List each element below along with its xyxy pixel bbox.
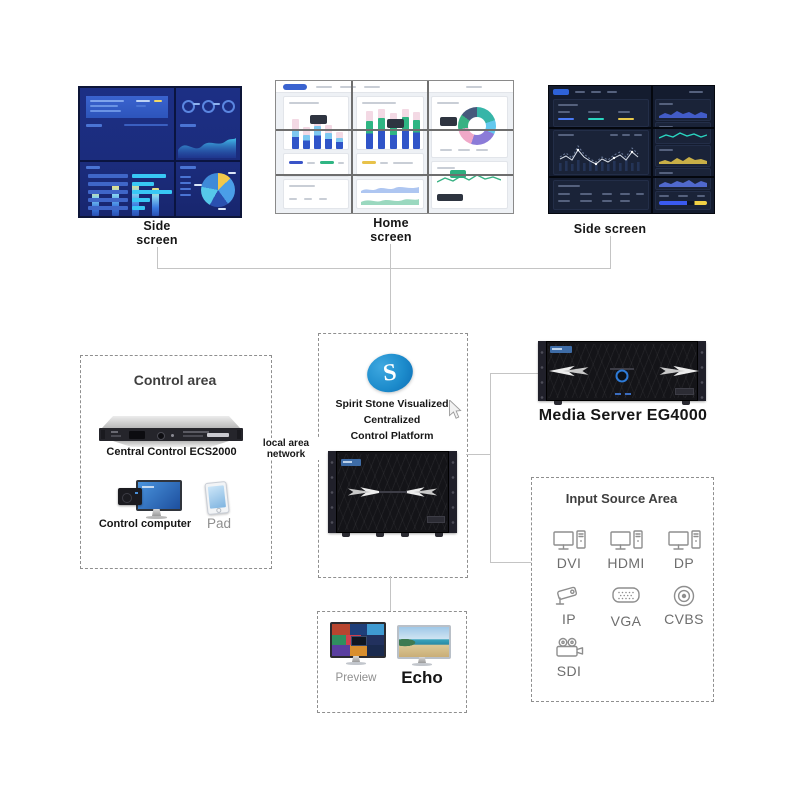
connector-left-screen [157, 247, 158, 268]
pad-label: Pad [206, 516, 232, 531]
video-camera-icon [556, 637, 584, 657]
source-cvbs: CVBS [657, 584, 711, 627]
monitor-pc-icon [667, 530, 701, 550]
control-computer-device [118, 480, 184, 520]
source-sdi: SDI [542, 637, 596, 679]
bar-chart-card [356, 96, 424, 150]
monitor-pc-icon [609, 530, 643, 550]
donut-chart-card [431, 96, 508, 158]
platform-rack-device [328, 451, 457, 537]
platform-title: Spirit Stone Visualized Centralized Cont… [335, 398, 449, 442]
side-screen-left-label: Side screen [136, 219, 178, 247]
local-area-network-label: local area network [246, 438, 326, 460]
power-button [615, 369, 629, 383]
media-server-device [538, 341, 706, 405]
ecs2000-label: Central Control ECS2000 [106, 446, 237, 458]
input-source-area-box [531, 477, 714, 702]
connector-input-area [490, 562, 531, 563]
source-vga: VGA [599, 586, 653, 629]
cctv-camera-icon [555, 586, 578, 605]
home-screen [275, 80, 514, 214]
connector-home-screen [390, 244, 391, 333]
echo-label: Echo [401, 668, 443, 687]
mouse-cursor-icon [449, 400, 462, 419]
control-computer-label: Control computer [98, 518, 192, 530]
side-screen-right [548, 85, 715, 214]
sparkline-card [431, 161, 508, 209]
mini-card [283, 179, 349, 209]
connector-platform-right [466, 454, 490, 455]
central-control-ecs2000-device [99, 416, 243, 448]
source-hdmi: HDMI [599, 530, 653, 571]
home-screen-label: Home screen [370, 216, 412, 244]
connector-right-screen [610, 236, 611, 268]
connector-bus [157, 268, 611, 269]
monitor-pc-icon [552, 530, 586, 550]
vga-connector-icon [612, 587, 640, 603]
pie-chart [201, 173, 235, 207]
sparkline-card [356, 179, 424, 209]
preview-label: Preview [335, 672, 377, 684]
side-screen-right-label: Side screen [573, 222, 647, 236]
connector-echo [390, 576, 391, 611]
video-mosaic [332, 624, 384, 656]
legend-card [283, 153, 349, 177]
logo-letter: S [381, 358, 398, 387]
bar-chart-card [283, 96, 349, 150]
legend-card [356, 153, 424, 177]
side-screen-left [78, 86, 242, 218]
connector-right-trunk [490, 373, 491, 563]
media-server-label: Media Server EG4000 [538, 407, 708, 424]
area-wave-chart [178, 138, 236, 158]
rca-connector-icon [673, 585, 695, 607]
echo-area-box [317, 611, 467, 713]
source-dp: DP [657, 530, 711, 571]
source-ip: IP [542, 584, 596, 627]
input-source-area-title: Input Source Area [565, 491, 678, 506]
line-chart [559, 145, 640, 171]
source-dvi: DVI [542, 530, 596, 571]
control-area-title: Control area [133, 372, 217, 388]
connector-media-server [490, 373, 538, 374]
control-area-box [80, 355, 272, 569]
preview-monitor [330, 622, 386, 666]
pad-device [204, 480, 230, 516]
echo-monitor [397, 625, 451, 667]
